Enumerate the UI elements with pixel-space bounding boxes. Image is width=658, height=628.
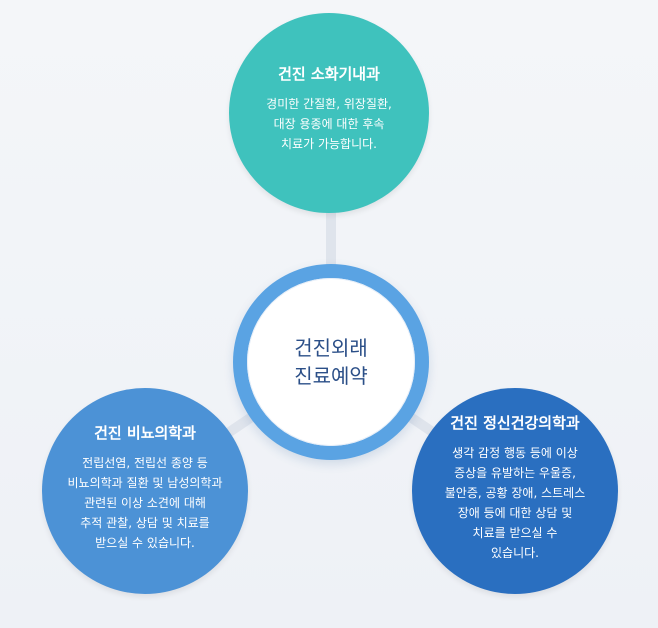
node-psychiatry: 건진 정신건강의학과 생각 감정 행동 등에 이상 증상을 유발하는 우울증, … (412, 388, 618, 594)
node-description-line: 장애 등에 대한 상담 및 (457, 506, 573, 520)
node-description-line: 대장 용종에 대한 후속 (273, 117, 385, 131)
node-description-line: 받으실 수 있습니다. (95, 536, 195, 550)
center-label-line: 건진외래 (294, 336, 368, 360)
node-description-line: 관련된 이상 소견에 대해 (84, 496, 206, 510)
node-description-line: 있습니다. (491, 546, 539, 560)
node-description-line: 추적 관찰, 상담 및 치료를 (80, 516, 210, 530)
node-description-line: 전립선염, 전립선 종양 등 (82, 456, 208, 470)
node-description-line: 불안증, 공황 장애, 스트레스 (444, 486, 586, 500)
node-description-line: 치료가 가능합니다. (281, 137, 377, 151)
center-label-line: 진료예약 (294, 364, 368, 388)
node-description-line: 경미한 간질환, 위장질환, (266, 97, 392, 111)
node-title: 건진 정신건강의학과 (450, 414, 580, 432)
node-title: 건진 비뇨의학과 (94, 424, 196, 442)
node-urology: 건진 비뇨의학과 전립선염, 전립선 종양 등 비뇨의학과 질환 및 남성의학과… (42, 388, 248, 594)
node-description-line: 생각 감정 행동 등에 이상 (452, 446, 578, 460)
center-node-outpatient-reservation[interactable]: 건진외래 진료예약 (247, 278, 415, 446)
node-description-line: 비뇨의학과 질환 및 남성의학과 (67, 476, 223, 490)
node-description-line: 증상을 유발하는 우울증, (454, 466, 576, 480)
node-gastroenterology: 건진 소화기내과 경미한 간질환, 위장질환, 대장 용종에 대한 후속 치료가… (229, 13, 429, 213)
node-title: 건진 소화기내과 (278, 65, 380, 83)
node-description-line: 치료를 받으실 수 (472, 526, 558, 540)
